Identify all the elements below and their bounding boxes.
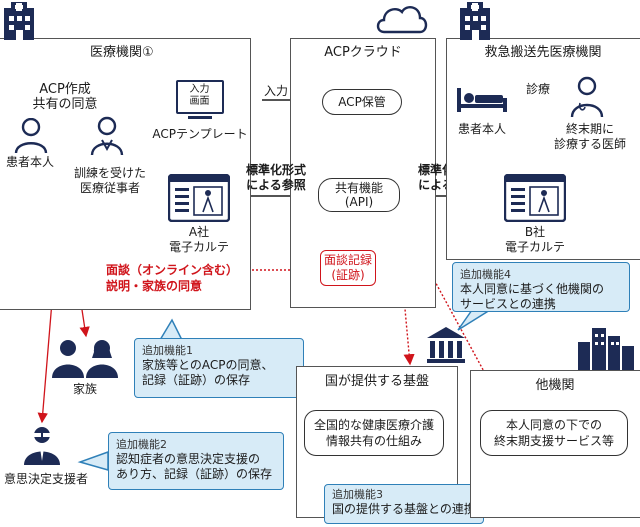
hospital-icon-right	[460, 2, 490, 40]
staff-label-2: 医療従事者	[79, 181, 140, 195]
callout4-line2: サービスとの連携	[460, 297, 556, 311]
hospital-icon-left	[4, 2, 34, 40]
interview-label-1: 面談（オンライン含む）	[106, 263, 239, 277]
interview-record-label-1: 面談記録	[323, 253, 372, 267]
doctor-label-2: 診療する医師	[553, 137, 626, 151]
patient-label: 患者本人	[5, 155, 54, 169]
emr-b-icon	[504, 174, 566, 222]
government-building-icon	[427, 327, 465, 363]
callout4: 追加機能4 本人同意に基づく他機関の サービスとの連携	[452, 262, 630, 312]
callout4-line1: 本人同意に基づく他機関の	[460, 282, 605, 296]
callout2-label: 追加機能2	[116, 438, 167, 451]
interview-record: 面談記録 (証跡)	[320, 250, 376, 286]
patient-icon	[14, 118, 48, 154]
cloud-panel	[290, 38, 436, 308]
company-a-label-1: A社	[188, 225, 210, 239]
interview-record-label-2: (証跡)	[331, 268, 365, 282]
shared-function-api: 共有機能 (API)	[318, 178, 400, 212]
other-org-inner-box: 本人同意の下での 終末期支援サービス等	[480, 410, 628, 456]
callout2-line1: 認知症者の意思決定支援の	[116, 452, 261, 466]
interview-label-2: 説明・家族の同意	[106, 279, 203, 293]
callout1-pointer	[158, 318, 184, 341]
staff-label-1: 訓練を受けた	[73, 166, 146, 180]
national-title: 国が提供する基盤	[324, 374, 429, 389]
shared-function-label-1: 共有機能	[334, 181, 383, 195]
emergency-patient-label: 患者本人	[457, 122, 506, 136]
callout1: 追加機能1 家族等とのACPの同意、 記録（証跡）の保存	[134, 338, 304, 398]
diagnosis-label: 診療	[526, 82, 551, 96]
emergency-title: 救急搬送先医療機関	[484, 45, 602, 60]
doctor-icon	[570, 76, 604, 118]
other-org-inner-label-2: 終末期支援サービス等	[493, 434, 614, 448]
company-a-label-2: 電子カルテ	[168, 240, 229, 254]
callout1-label: 追加機能1	[142, 344, 193, 357]
input-label: 入力	[264, 84, 289, 98]
other-org-title: 他機関	[535, 378, 575, 393]
callout1-line2: 記録（証跡）の保存	[142, 373, 251, 387]
reference-left-label-2: による参照	[246, 178, 306, 192]
company-b-label-2: 電子カルテ	[504, 240, 565, 254]
cloud-icon	[376, 6, 428, 34]
callout3: 追加機能3 国の提供する基盤との連携	[324, 484, 484, 524]
emergency-panel	[446, 38, 640, 260]
supporter-icon	[24, 427, 60, 465]
emr-a-icon	[168, 174, 230, 222]
cloud-title: ACPクラウド	[324, 45, 402, 60]
monitor-stand	[188, 116, 212, 119]
callout3-label: 追加機能3	[332, 488, 383, 501]
callout2-pointer	[77, 450, 109, 471]
acp-create-label: ACP作成	[39, 82, 91, 97]
shared-function-label-2: (API)	[344, 195, 374, 209]
family-label: 家族	[72, 382, 97, 396]
national-inner-box: 全国的な健康医療介護 情報共有の仕組み	[304, 410, 444, 456]
national-inner-label-1: 全国的な健康医療介護	[313, 418, 434, 432]
input-screen-label-1: 入力	[189, 84, 210, 95]
hospital1-title: 医療機関①	[90, 45, 154, 60]
staff-icon	[90, 116, 124, 156]
supporter-label: 意思決定支援者	[3, 472, 88, 486]
patient-bed-icon	[457, 88, 507, 112]
callout2-line2: あり方、記録（証跡）の保存	[116, 467, 273, 481]
callout4-label: 追加機能4	[460, 268, 511, 281]
doctor-label-1: 終末期に	[565, 122, 614, 136]
other-org-inner-label-1: 本人同意の下での	[505, 418, 602, 432]
input-screen-label-2: 画面	[189, 96, 210, 107]
acp-storage: ACP保管	[322, 89, 402, 115]
city-buildings-icon	[578, 328, 634, 370]
callout3-line1: 国の提供する基盤との連携	[332, 502, 476, 516]
acp-template-label: ACPテンプレート	[152, 127, 248, 141]
callout2: 追加機能2 認知症者の意思決定支援の あり方、記録（証跡）の保存	[108, 432, 284, 490]
reference-left-label-1: 標準化形式	[245, 163, 306, 177]
input-screen-monitor: 入力 画面	[176, 80, 224, 114]
consent-label: 共有の同意	[32, 97, 98, 112]
callout1-line1: 家族等とのACPの同意、	[142, 358, 274, 372]
family-icon	[52, 340, 118, 378]
company-b-label-1: B社	[524, 225, 546, 239]
national-inner-label-2: 情報共有の仕組み	[325, 434, 422, 448]
